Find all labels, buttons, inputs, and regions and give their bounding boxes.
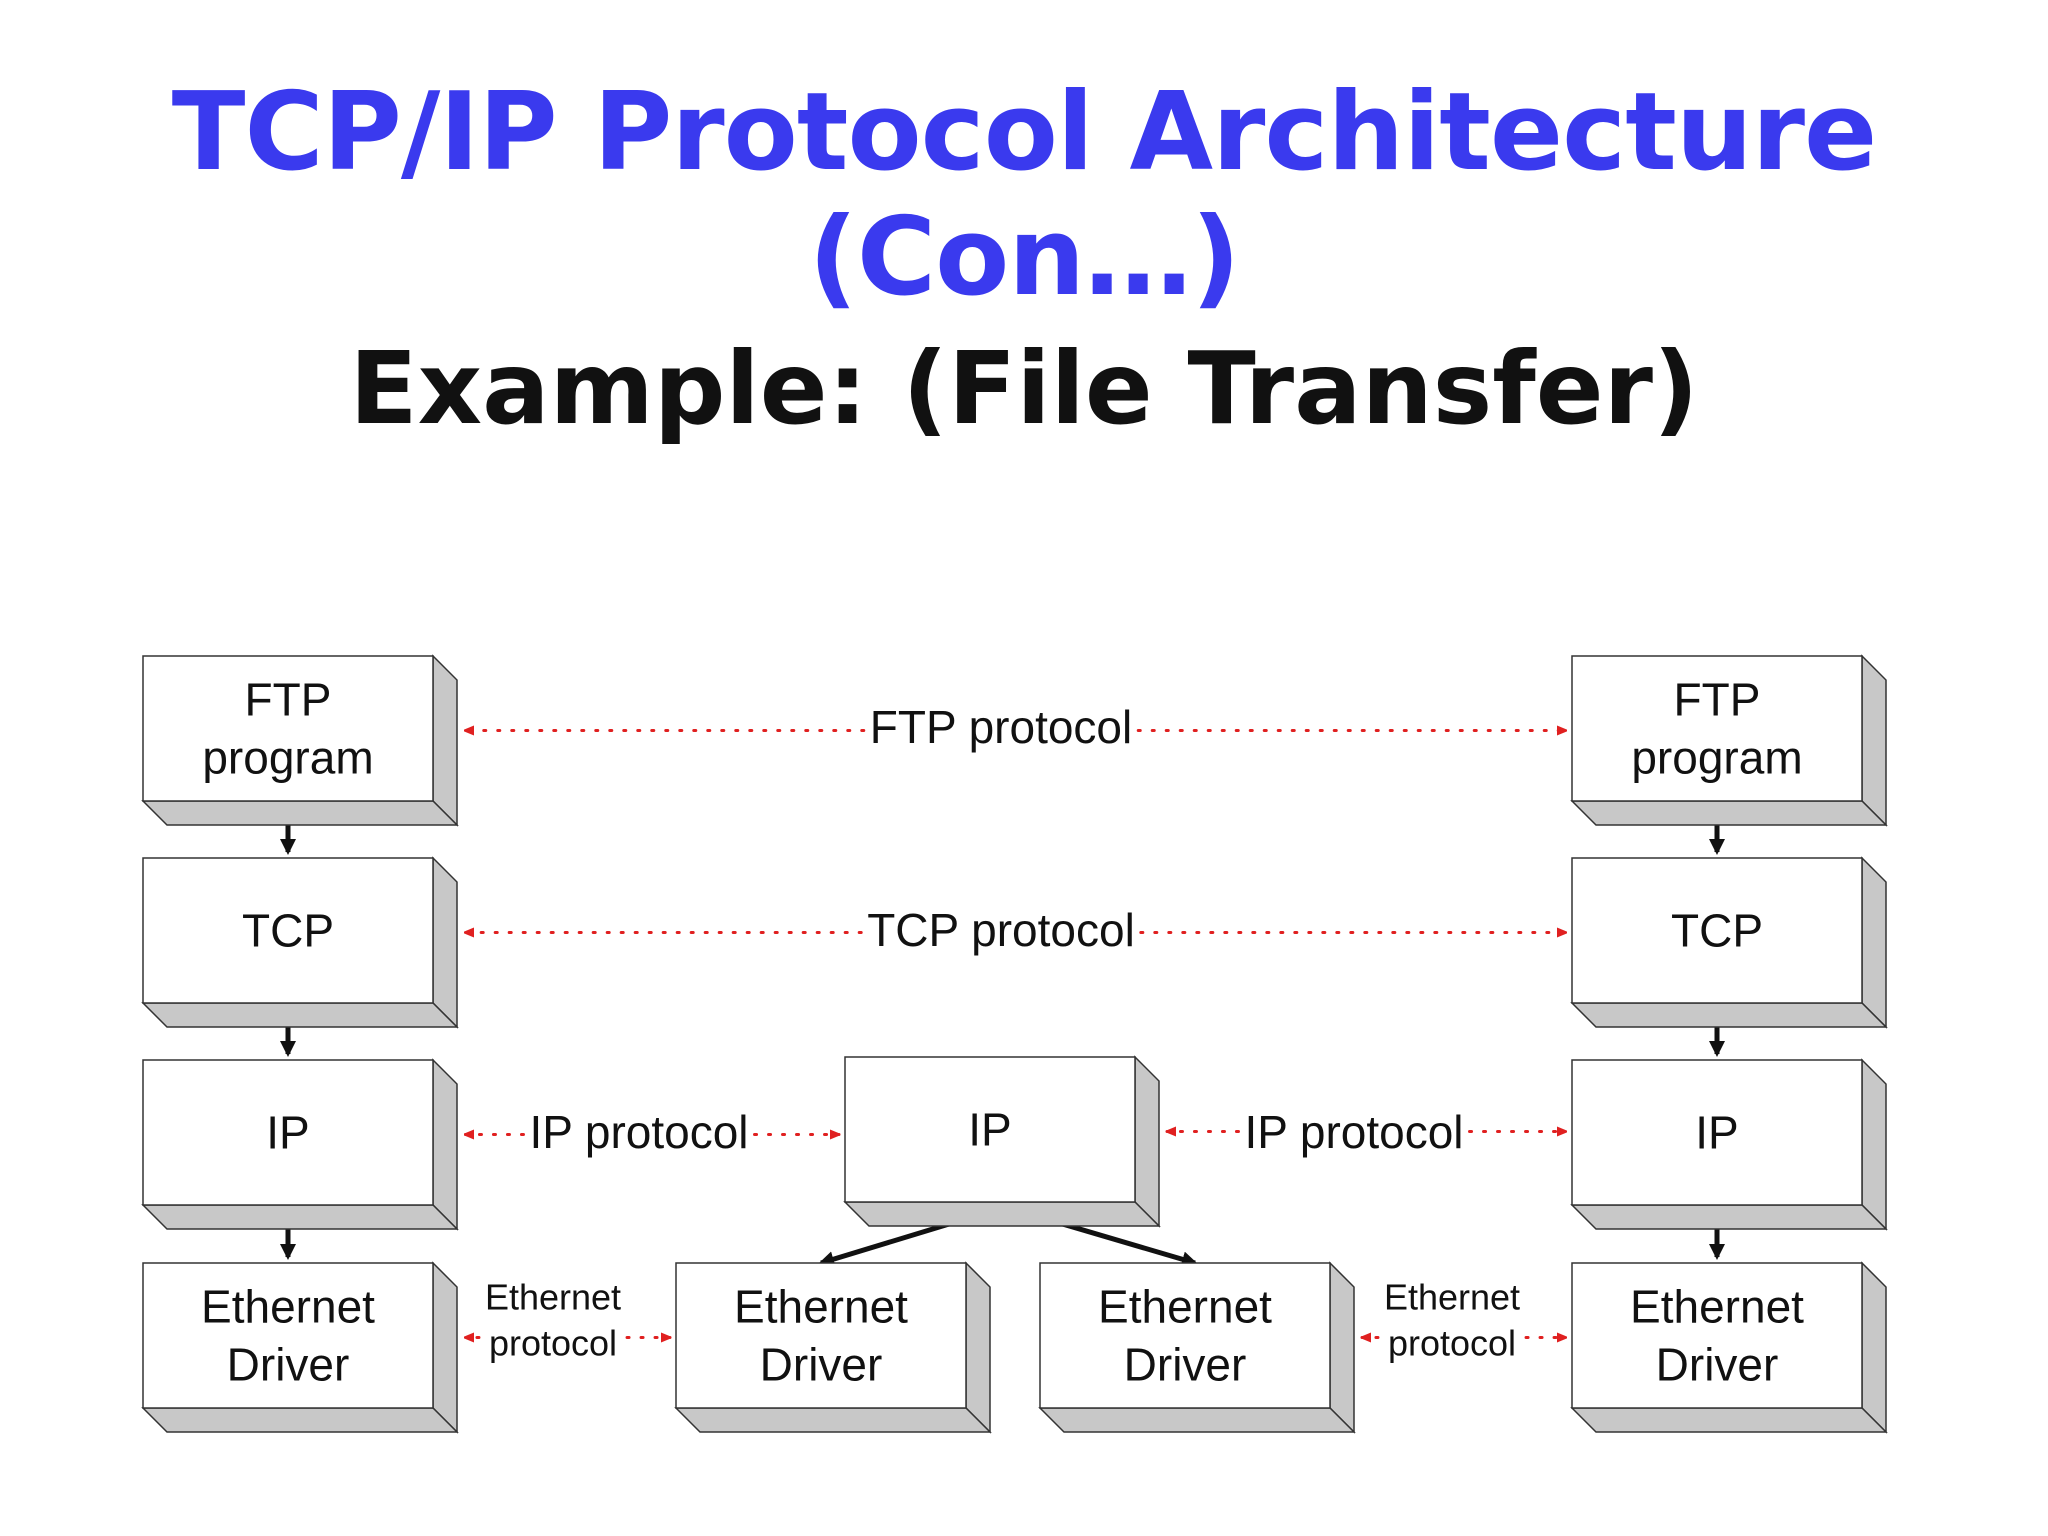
box-side — [432, 1058, 458, 1231]
box-mid-ip: IP — [843, 1055, 1161, 1228]
box-right-tcp: TCP — [1570, 856, 1888, 1029]
box-face — [1571, 1059, 1863, 1206]
box-label: IP — [1695, 1107, 1738, 1159]
ftp-protocol: FTP protocol — [463, 701, 1568, 753]
box-face — [1571, 1262, 1863, 1409]
protocol-label: TCP protocol — [867, 904, 1135, 956]
box-side — [1134, 1055, 1160, 1228]
tcp-protocol: TCP protocol — [463, 904, 1568, 956]
box-bottom — [1570, 800, 1888, 826]
box-side — [1861, 654, 1887, 827]
box-label: FTP — [1674, 674, 1761, 726]
protocol-label: IP protocol — [1244, 1106, 1463, 1158]
box-face — [142, 857, 434, 1004]
box-label: Ethernet — [201, 1281, 375, 1333]
protocol-label: Ethernet — [485, 1277, 621, 1318]
box-bottom — [1570, 1002, 1888, 1028]
protocol-label: protocol — [489, 1323, 617, 1364]
box-label: Driver — [1656, 1339, 1779, 1391]
box-side — [432, 654, 458, 827]
box-bottom — [843, 1201, 1161, 1227]
box-face — [1571, 857, 1863, 1004]
protocol-label: IP protocol — [529, 1106, 748, 1158]
box-label: Ethernet — [734, 1281, 908, 1333]
box-bottom — [141, 1407, 459, 1433]
box-side — [432, 1261, 458, 1434]
box-bottom — [141, 1002, 459, 1028]
box-side — [1861, 1058, 1887, 1231]
box-bottom — [1038, 1407, 1356, 1433]
box-face — [1571, 655, 1863, 802]
protocol-label: Ethernet — [1384, 1277, 1520, 1318]
box-left-ip: IP — [141, 1058, 459, 1231]
box-bottom — [1570, 1204, 1888, 1230]
box-label: FTP — [245, 674, 332, 726]
box-label: IP — [968, 1104, 1011, 1156]
ethernet-protocol-left: Ethernet protocol — [463, 1277, 672, 1364]
box-side — [965, 1261, 991, 1434]
box-face — [142, 1262, 434, 1409]
box-right-ip: IP — [1570, 1058, 1888, 1231]
box-left-ftp: FTP program — [141, 654, 459, 827]
box-label: Driver — [760, 1339, 883, 1391]
box-label: Driver — [227, 1339, 350, 1391]
box-face — [675, 1262, 967, 1409]
box-face — [1039, 1262, 1331, 1409]
box-label: Ethernet — [1630, 1281, 1804, 1333]
box-bottom — [1570, 1407, 1888, 1433]
box-face — [142, 655, 434, 802]
box-bottom — [141, 800, 459, 826]
box-label: TCP — [242, 905, 334, 957]
box-label: Ethernet — [1098, 1281, 1272, 1333]
box-label: program — [202, 732, 373, 784]
box-label: IP — [266, 1107, 309, 1159]
box-bottom — [674, 1407, 992, 1433]
ethernet-protocol-right: Ethernet protocol — [1360, 1277, 1568, 1364]
box-side — [1861, 856, 1887, 1029]
box-side — [432, 856, 458, 1029]
box-label: program — [1631, 732, 1802, 784]
ip-protocol-right: IP protocol — [1165, 1106, 1568, 1158]
box-face — [142, 1059, 434, 1206]
box-right-ftp: FTP program — [1570, 654, 1888, 827]
box-label: Driver — [1124, 1339, 1247, 1391]
box-side — [1329, 1261, 1355, 1434]
protocol-label: FTP protocol — [870, 701, 1132, 753]
box-left-tcp: TCP — [141, 856, 459, 1029]
ip-protocol-left: IP protocol — [463, 1106, 841, 1158]
box-bottom — [141, 1204, 459, 1230]
slide-subtitle: Example: (File Transfer) — [349, 330, 1699, 447]
box-side — [1861, 1261, 1887, 1434]
slide-title: TCP/IP Protocol Architecture (Con…) — [171, 70, 1877, 320]
box-label: TCP — [1671, 905, 1763, 957]
box-face — [844, 1056, 1136, 1203]
protocol-label: protocol — [1388, 1323, 1516, 1364]
